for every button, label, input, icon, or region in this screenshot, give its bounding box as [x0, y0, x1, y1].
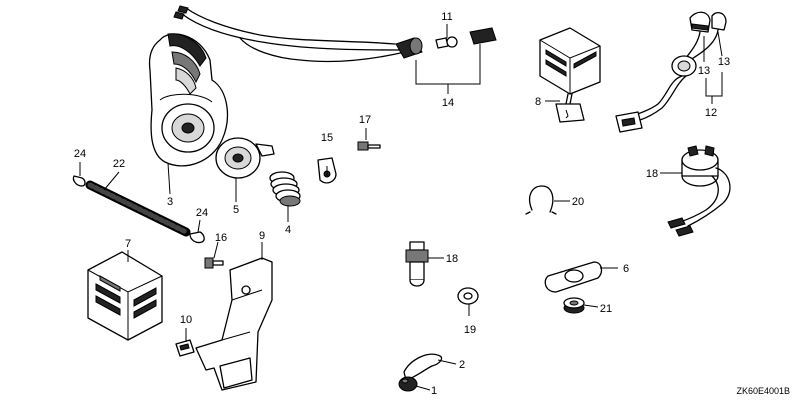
screw-part[interactable]	[357, 141, 381, 151]
spring-part[interactable]	[269, 171, 301, 207]
cable-clamp-part[interactable]	[175, 339, 195, 357]
lamp-cover-part[interactable]	[469, 27, 497, 45]
regulator-part[interactable]	[87, 251, 163, 341]
callout-22: 21	[600, 303, 612, 315]
knob-part[interactable]	[398, 376, 418, 392]
switch-harness-part[interactable]	[615, 11, 727, 133]
bolt-part[interactable]	[204, 257, 224, 269]
callout-5: 5	[233, 204, 239, 216]
tube-part[interactable]	[85, 180, 191, 237]
callout-13-right: 13	[718, 56, 730, 68]
bulb-socket-part[interactable]	[395, 37, 423, 59]
clamp-part[interactable]	[189, 231, 205, 244]
callout-15: 14	[442, 97, 454, 109]
callout-11: 11	[441, 11, 452, 23]
gasket-part[interactable]	[544, 261, 603, 293]
callouts: 3 5 4 15 17 24 22 24 16 7 9 10 11 14 8 1…	[74, 11, 790, 397]
callout-6: 6	[623, 263, 629, 275]
callout-19: 18	[446, 253, 458, 265]
callout-13-left: 13	[698, 65, 710, 77]
bracket-part[interactable]	[195, 257, 273, 391]
callout-14: 18	[646, 168, 658, 180]
callout-16: 15	[321, 132, 333, 144]
reel-part[interactable]	[215, 137, 275, 179]
wire-clip-part[interactable]	[525, 185, 557, 215]
callout-24-top: 24	[74, 148, 86, 160]
callout-20: 19	[464, 324, 476, 336]
rectifier-part[interactable]	[539, 27, 601, 123]
callout-21: 20	[572, 196, 584, 208]
clamp-part[interactable]	[72, 175, 86, 187]
diagram-code: ZK60E4001B	[736, 386, 790, 396]
bulb-part[interactable]	[435, 36, 458, 49]
callout-23: 22	[113, 158, 125, 170]
washer-part[interactable]	[457, 287, 479, 305]
starter-handle-part[interactable]	[148, 5, 406, 167]
leader-lines	[79, 24, 723, 391]
callout-3: 3	[167, 196, 173, 208]
fitting-part[interactable]	[405, 241, 429, 287]
callout-10: 10	[180, 314, 192, 326]
callout-9: 9	[259, 230, 265, 242]
callout-12: 12	[705, 107, 717, 119]
ignition-coil-part[interactable]	[667, 145, 731, 237]
grommet-part[interactable]	[563, 297, 585, 314]
lever-part[interactable]	[403, 353, 443, 381]
callout-18: 17	[359, 114, 371, 126]
callout-1: 1	[431, 385, 437, 397]
callout-17: 16	[215, 232, 227, 244]
callout-2: 2	[459, 359, 465, 371]
callout-8: 8	[535, 96, 541, 108]
callout-24-bottom: 24	[196, 207, 208, 219]
callout-7: 7	[125, 238, 131, 250]
callout-4: 4	[285, 224, 291, 236]
